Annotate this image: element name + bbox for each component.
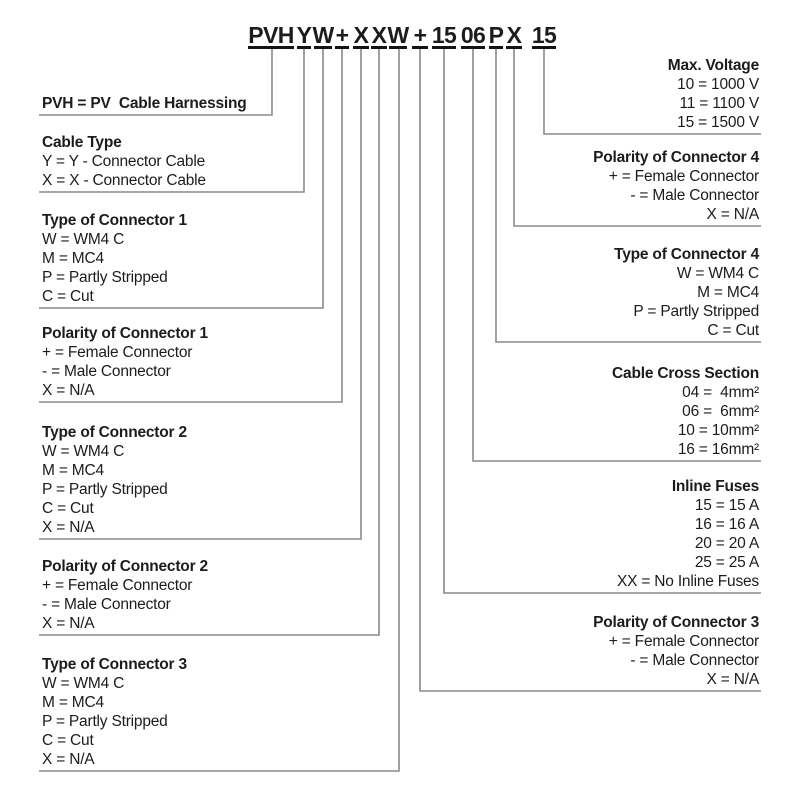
code-segment-type-2: X [353,22,369,49]
legend-item: X = N/A [42,615,95,632]
part-number-code: PVH Y W + X X W + 15 06 P X 15 [0,0,800,60]
legend-item: - = Male Connector [42,363,171,380]
legend-item: 11 = 1100 V [679,95,759,112]
legend-heading: Type of Connector 4 [614,246,759,263]
legend-heading: Type of Connector 2 [42,424,187,441]
code-segment-polarity-2: X [371,22,387,49]
legend-item: X = N/A [42,382,95,399]
legend-block-cable-cross-section: Cable Cross Section 04 = 4mm² 06 = 6mm² … [612,364,759,459]
legend-item: X = N/A [42,751,95,768]
legend-heading: Polarity of Connector 3 [593,614,759,631]
legend-item: P = Partly Stripped [42,269,168,286]
legend-item: M = MC4 [42,250,104,267]
legend-item: 15 = 15 A [694,497,759,514]
legend-block-polarity-of-connector-3: Polarity of Connector 3 + = Female Conne… [593,613,759,689]
legend-item: XX = No Inline Fuses [616,573,759,590]
connector-line-max-voltage [543,48,761,135]
connector-line-cable-cross-section [472,48,761,462]
connector-line-product [39,48,273,116]
legend-item: 10 = 1000 V [677,76,759,93]
connector-line-type-of-connector-3 [39,48,400,772]
legend-item: + = Female Connector [608,633,759,650]
code-segment-inline-fuses: 15 [431,22,457,49]
legend-block-type-of-connector-3: Type of Connector 3 W = WM4 C M = MC4 P … [42,655,187,769]
legend-item: 25 = 25 A [694,554,759,571]
connector-line-type-of-connector-2 [39,48,362,540]
connector-line-type-of-connector-1 [39,48,324,309]
legend-block-type-of-connector-2: Type of Connector 2 W = WM4 C M = MC4 P … [42,423,187,537]
legend-block-inline-fuses: Inline Fuses 15 = 15 A 16 = 16 A 20 = 20… [617,477,759,591]
legend-item: X = X - Connector Cable [42,172,206,189]
legend-item: M = MC4 [42,462,104,479]
legend-heading: PVH = PV Cable Harnessing [42,95,247,112]
legend-item: M = MC4 [42,694,104,711]
legend-item: C = Cut [42,288,94,305]
legend-item: - = Male Connector [630,187,759,204]
legend-heading: Polarity of Connector 1 [42,325,208,342]
legend-block-polarity-of-connector-1: Polarity of Connector 1 + = Female Conne… [42,324,208,400]
connector-line-cable-type [39,48,305,193]
legend-item: 20 = 20 A [694,535,759,552]
legend-item: W = WM4 C [42,675,125,692]
legend-item: 16 = 16 A [694,516,759,533]
legend-item: + = Female Connector [42,577,193,594]
legend-heading: Polarity of Connector 2 [42,558,208,575]
legend-item: 04 = 4mm² [682,384,759,401]
legend-item: + = Female Connector [42,344,193,361]
legend-item: + = Female Connector [608,168,759,185]
legend-item: M = MC4 [697,284,759,301]
code-segment-type-1: W [312,22,334,49]
connector-line-polarity-of-connector-2 [39,48,380,636]
legend-item: P = Partly Stripped [633,303,759,320]
legend-block-polarity-of-connector-4: Polarity of Connector 4 + = Female Conne… [593,148,759,224]
code-segment-polarity-1: + [335,22,349,49]
legend-item: W = WM4 C [42,443,125,460]
connector-line-polarity-of-connector-1 [39,48,343,403]
legend-heading: Type of Connector 1 [42,212,187,229]
legend-heading: Cable Cross Section [612,365,759,382]
legend-heading: Type of Connector 3 [42,656,187,673]
code-segment-type-4: P [488,22,504,49]
legend-item: - = Male Connector [42,596,171,613]
legend-heading: Polarity of Connector 4 [593,149,759,166]
legend-item: P = Partly Stripped [42,481,168,498]
legend-item: C = Cut [707,322,759,339]
legend-item: C = Cut [42,732,94,749]
legend-item: C = Cut [42,500,94,517]
code-segment-cable-type: Y [296,22,312,49]
legend-item: X = N/A [42,519,95,536]
legend-heading: Cable Type [42,134,122,151]
legend-item: 06 = 6mm² [682,403,759,420]
connector-line-polarity-of-connector-3 [419,48,761,692]
code-segment-max-voltage: 15 [531,22,557,49]
legend-item: 15 = 1500 V [677,114,759,131]
legend-block-cable-type: Cable Type Y = Y - Connector Cable X = X… [42,133,206,190]
legend-item: X = N/A [706,671,760,688]
legend-block-product: PVH = PV Cable Harnessing [42,94,247,113]
legend-block-type-of-connector-1: Type of Connector 1 W = WM4 C M = MC4 P … [42,211,187,306]
legend-item: - = Male Connector [630,652,759,669]
legend-block-polarity-of-connector-2: Polarity of Connector 2 + = Female Conne… [42,557,208,633]
code-segment-product: PVH [248,22,294,49]
legend-item: 10 = 10mm² [677,422,759,439]
legend-item: X = N/A [706,206,760,223]
legend-heading: Max. Voltage [667,57,759,74]
code-segment-cross-section: 06 [460,22,486,49]
legend-heading: Inline Fuses [671,478,759,495]
code-segment-polarity-3: + [412,22,428,49]
legend-block-type-of-connector-4: Type of Connector 4 W = WM4 C M = MC4 P … [614,245,759,340]
legend-item: P = Partly Stripped [42,713,168,730]
code-segment-type-3: W [387,22,409,49]
legend-item: Y = Y - Connector Cable [42,153,205,170]
connector-line-type-of-connector-4 [495,48,761,343]
connector-line-polarity-of-connector-4 [513,48,761,227]
code-segment-polarity-4: X [506,22,522,49]
legend-block-max-voltage: Max. Voltage 10 = 1000 V 11 = 1100 V 15 … [668,56,759,132]
legend-item: 16 = 16mm² [677,441,759,458]
legend-item: W = WM4 C [42,231,125,248]
legend-item: W = WM4 C [676,265,759,282]
connector-line-inline-fuses [443,48,761,594]
